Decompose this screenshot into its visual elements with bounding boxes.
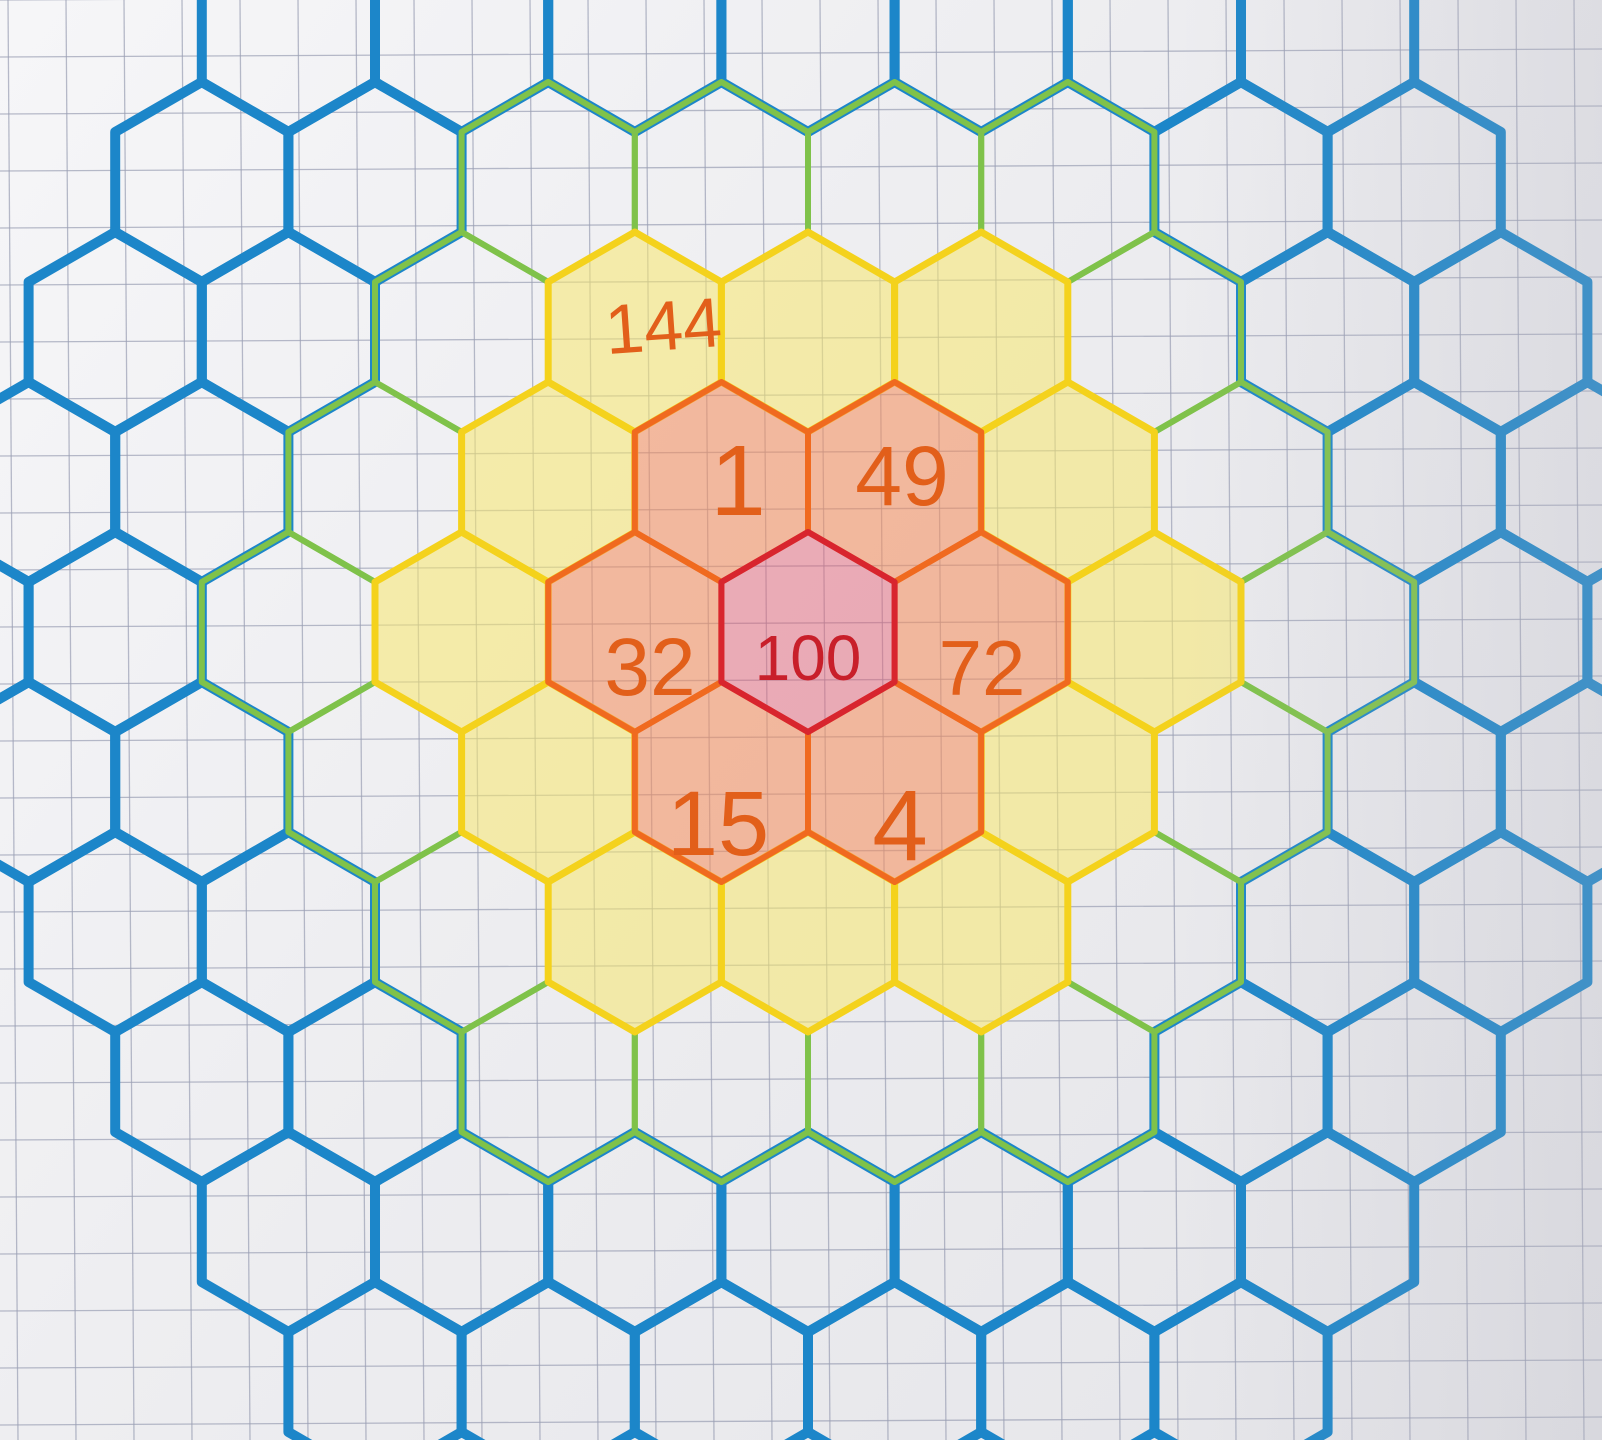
hex-label-top-left: 1 (710, 425, 766, 537)
grid-line (0, 1360, 1602, 1368)
grid-line (0, 1189, 1602, 1197)
ring4-hex (288, 1282, 461, 1440)
outer-label-144: 144 (602, 283, 724, 369)
grid-line (66, 0, 76, 1440)
grid-line (1574, 0, 1584, 1440)
hex-label-right: 72 (939, 624, 1026, 712)
ring4-hex (375, 1132, 548, 1332)
grid-line (356, 0, 366, 1440)
ring4-hex (0, 682, 115, 882)
ring4-hex (462, 1282, 635, 1440)
grid-line (0, 1246, 1602, 1254)
grid-line (1400, 0, 1410, 1440)
grid-line (1226, 0, 1236, 1440)
ring4-hex (548, 0, 721, 132)
ring4-hex (1501, 382, 1602, 582)
grid-line (1284, 0, 1294, 1440)
grid-line (8, 0, 18, 1440)
grid-line (182, 0, 192, 1440)
ring4-hex (721, 1132, 894, 1332)
grid-line (0, 1075, 1602, 1083)
grid-line (414, 0, 424, 1440)
hex-label-top-right: 49 (855, 429, 948, 523)
grid-line (240, 0, 250, 1440)
hex-label-bottom-right: 4 (872, 770, 928, 882)
ring4-hex (548, 1132, 721, 1332)
ring4-hex (0, 382, 115, 582)
grid-line (1458, 0, 1468, 1440)
ring4-hex (721, 0, 894, 132)
hex-label-bottom-left: 15 (667, 773, 769, 875)
grid-line (0, 220, 1602, 228)
ring4-hex (895, 0, 1068, 132)
hex-label-left: 32 (604, 622, 695, 713)
center-hex-label: 100 (755, 622, 862, 694)
ring4-hex (635, 1282, 808, 1440)
ring4-hex (895, 1132, 1068, 1332)
grid-line (0, 163, 1602, 171)
grid-line (0, 1417, 1602, 1425)
ring4-hex (1241, 0, 1414, 132)
ring4-hex (1068, 0, 1241, 132)
ring4-hex (1501, 682, 1602, 882)
